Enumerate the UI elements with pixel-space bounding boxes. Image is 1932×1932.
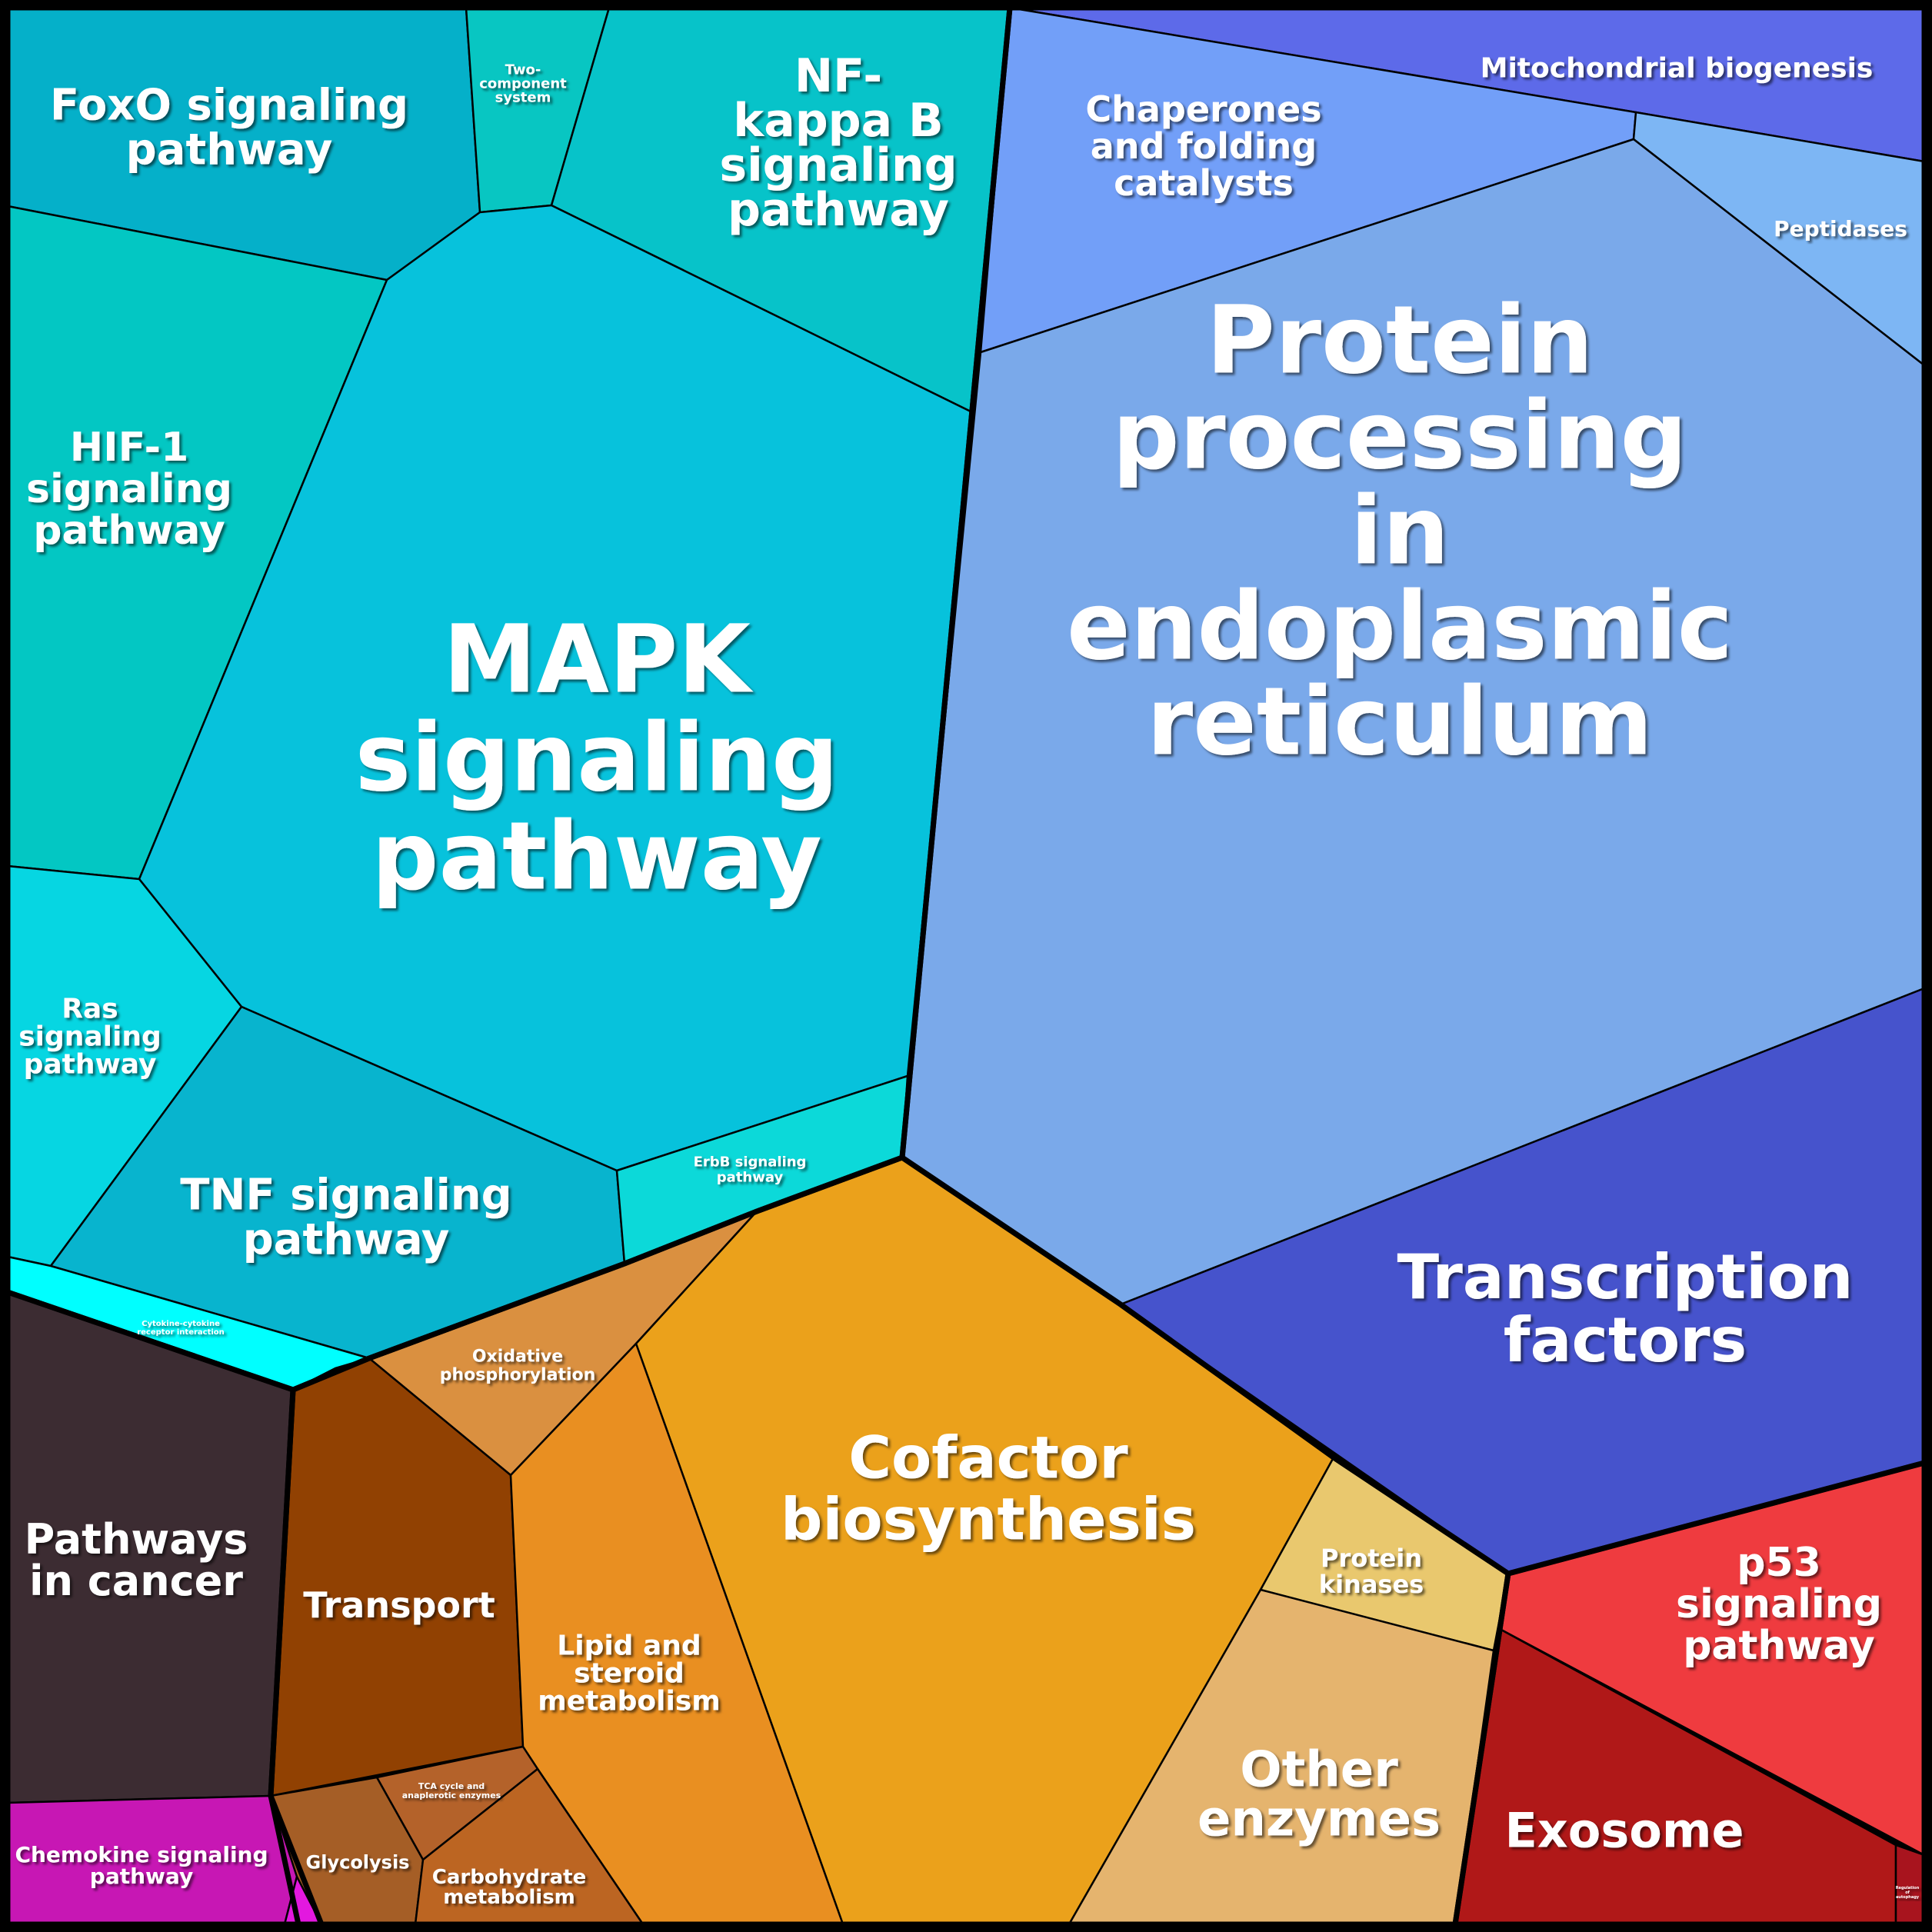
cell-label-line: Pathways <box>25 1515 248 1564</box>
cell-label-line: in cancer <box>29 1557 243 1605</box>
cell-label-line: TCA cycle and <box>418 1781 485 1791</box>
cell-label-line: pathway <box>728 183 949 237</box>
cell-label-line: kappa B <box>733 94 943 148</box>
cell-label-line: Cytokine-cytokine <box>142 1320 220 1328</box>
cell-label-line: pathway <box>1683 1623 1875 1669</box>
cell-label-line: Peptidases <box>1774 216 1907 242</box>
cell-label-line: Exosome <box>1504 1803 1744 1859</box>
cell-label-line: autophagy <box>1896 1895 1920 1900</box>
cell-label-line: pathway <box>33 508 225 554</box>
cell-label-line: signaling <box>1676 1581 1882 1627</box>
cell-label-line: kinases <box>1319 1570 1424 1599</box>
cell-label-line: Cofactor <box>848 1424 1128 1492</box>
cell-label-line: Lipid and <box>557 1631 701 1662</box>
cell-label-line: in <box>1351 477 1450 586</box>
cell-label-line: steroid <box>574 1658 685 1690</box>
group-border-metabolism <box>268 1154 1511 1927</box>
cell-autophagy <box>1894 1844 1926 1926</box>
cell-label-peptidases: Peptidases <box>1774 216 1907 242</box>
cell-label-line: anaplerotic enzymes <box>402 1790 501 1800</box>
cell-label-line: Ras <box>62 994 118 1025</box>
cell-label-line: ErbB signaling <box>694 1154 807 1170</box>
cell-label-line: biosynthesis <box>781 1485 1196 1554</box>
cell-label-exosome: Exosome <box>1504 1803 1744 1859</box>
cell-label-line: MAPK <box>443 605 754 715</box>
cell-label-line: receptor interaction <box>137 1328 225 1337</box>
cell-label-line: Chemokine signaling <box>15 1842 268 1867</box>
cell-label-line: pathway <box>24 1049 157 1081</box>
cell-label-line: TNF signaling <box>180 1171 511 1221</box>
cell-label-line: Regulation <box>1896 1886 1920 1890</box>
cell-label-line: Transport <box>303 1584 495 1626</box>
cell-label-line: metabolism <box>443 1886 575 1909</box>
cell-label-line: phosphorylation <box>440 1366 596 1385</box>
cell-label-line: HIF-1 <box>70 425 189 471</box>
cell-label-transport: Transport <box>303 1584 495 1626</box>
cell-label-mito: Mitochondrial biogenesis <box>1481 53 1874 85</box>
cell-label-line: pathway <box>90 1864 193 1889</box>
cell-label-line: pathway <box>717 1169 784 1185</box>
cell-label-line: Carbohydrate <box>432 1866 586 1889</box>
cell-label-line: processing <box>1112 381 1687 491</box>
cell-label-line: Protein <box>1206 286 1593 395</box>
cell-label-line: metabolism <box>538 1686 721 1717</box>
cells-layer <box>6 6 1926 1926</box>
cell-label-line: component <box>479 75 567 92</box>
cell-label-line: of <box>1905 1890 1910 1895</box>
cell-label-line: and folding <box>1091 125 1317 167</box>
cell-label-line: reticulum <box>1147 668 1653 777</box>
cell-label-line: enzymes <box>1198 1790 1441 1847</box>
cell-label-line: Mitochondrial biogenesis <box>1481 53 1874 85</box>
cell-label-line: pathway <box>126 125 333 175</box>
cell-label-line: Oxidative <box>472 1347 563 1367</box>
cell-label-line: system <box>495 89 551 105</box>
cell-label-line: Other <box>1240 1741 1398 1798</box>
cell-label-line: signaling <box>355 704 839 813</box>
cell-label-line: catalysts <box>1114 162 1294 204</box>
cell-label-line: FoxO signaling <box>50 81 408 131</box>
cell-label-line: Transcription <box>1397 1241 1854 1313</box>
cell-label-line: signaling <box>18 1021 162 1053</box>
cell-label-line: Protein <box>1321 1544 1422 1573</box>
cell-label-line: Glycolysis <box>306 1851 410 1873</box>
cell-label-line: Chaperones <box>1085 88 1321 130</box>
cell-label-glycolysis: Glycolysis <box>306 1851 410 1873</box>
cell-label-line: signaling <box>719 138 957 192</box>
cell-label-line: pathway <box>243 1215 450 1265</box>
cell-label-line: pathway <box>371 802 822 911</box>
cell-label-line: NF- <box>794 49 882 103</box>
cell-label-line: p53 <box>1737 1540 1821 1586</box>
cell-label-line: endoplasmic <box>1067 572 1733 681</box>
cell-label-line: factors <box>1504 1304 1747 1376</box>
cell-label-line: signaling <box>26 466 232 512</box>
cell-label-line: Two- <box>505 62 541 78</box>
